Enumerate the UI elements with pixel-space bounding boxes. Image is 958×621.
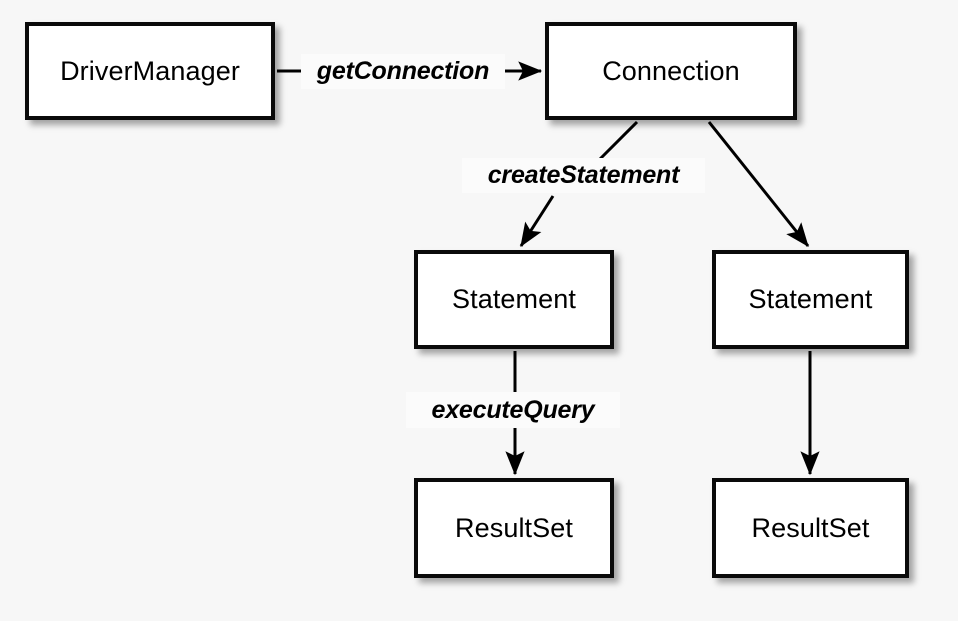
node-label-statement-left: Statement	[452, 284, 576, 314]
edge-label-create-statement: createStatement	[462, 158, 705, 193]
node-statement-right[interactable]: Statement	[712, 250, 909, 349]
edge-create-statement-2	[707, 121, 810, 247]
edge-label-execute-query: executeQuery	[406, 392, 620, 428]
node-label-resultset-left: ResultSet	[455, 512, 573, 543]
node-driver-manager[interactable]: DriverManager	[25, 22, 275, 120]
node-connection[interactable]: Connection	[545, 22, 797, 120]
edge-label-get-connection: getConnection	[301, 54, 505, 89]
node-resultset-left[interactable]: ResultSet	[414, 478, 614, 578]
node-label-resultset-right: ResultSet	[751, 512, 870, 543]
node-label-connection: Connection	[602, 55, 740, 86]
node-label-statement-right: Statement	[748, 284, 873, 314]
node-label-driver-manager: DriverManager	[60, 55, 240, 86]
node-statement-left[interactable]: Statement	[414, 250, 614, 349]
node-resultset-right[interactable]: ResultSet	[712, 478, 909, 578]
edge-create-statement	[519, 120, 639, 248]
